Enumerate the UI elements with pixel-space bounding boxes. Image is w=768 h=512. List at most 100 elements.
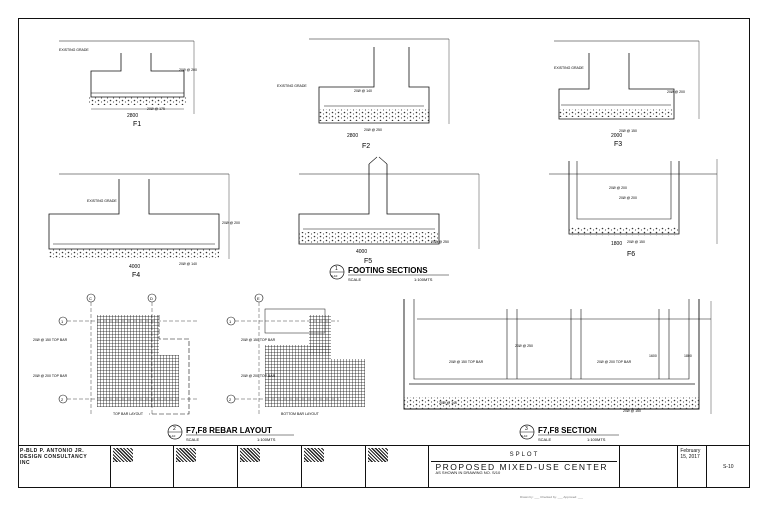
note-f1-bar: 20Ø @ 200 [179, 68, 197, 72]
date: February 15, 2017 [680, 448, 701, 460]
scale-value-1: 1:100MTS [414, 277, 433, 282]
note-f6-bar1: 20Ø @ 200 [609, 186, 627, 190]
grid-2-right: 2 [229, 397, 232, 402]
note-f4-bar: 20Ø @ 200 [222, 221, 240, 225]
footing-f1: 2800 F1 EXISTING GRADE 20Ø @ 200 20Ø @ 1… [59, 40, 197, 128]
scale-label-1: SCALE [348, 277, 361, 282]
owner-cell: P-BLD P. ANTONIO JR. DESIGN CONSULTANCY … [18, 446, 111, 488]
note-rebar-top2-right: 20Ø @ 200 TOP BAR [241, 374, 276, 378]
footing-f2: 2800 F2 EXISTING GRADE 20Ø @ 140 20Ø @ 2… [277, 38, 450, 150]
callout-section: 3 S-10 F7,F8 SECTION SCALE 1:100MTS [519, 424, 619, 442]
dim-f5: 4000 [356, 249, 367, 255]
consultant-cell-3 [302, 446, 366, 488]
callout-rebar-layout: 2 S-10 F7,F8 REBAR LAYOUT SCALE 1:100MTS [167, 424, 294, 442]
title-block: P-BLD P. ANTONIO JR. DESIGN CONSULTANCY … [18, 445, 751, 488]
sheet-number: S-10 [707, 446, 751, 488]
note-f3-bar: 20Ø @ 200 [667, 90, 685, 94]
note-f4-bottom: 20Ø @ 140 [179, 262, 197, 266]
section-f7-f8: 20Ø @ 150 TOP BAR 20Ø @ 250 20Ø @ 200 TO… [403, 299, 712, 414]
dim-f1: 2800 [127, 113, 138, 119]
drawing-sheet: 2800 F1 EXISTING GRADE 20Ø @ 200 20Ø @ 1… [18, 18, 750, 488]
project-sub: AS SHOWN IN DRAWING NO. S/10 [435, 470, 501, 475]
note-section-bottom: 20Ø @ 150 [623, 409, 641, 413]
stamp-cell-1 [111, 446, 175, 488]
title-rebar-layout: F7,F8 REBAR LAYOUT [186, 426, 272, 435]
note-f2-bottom: 20Ø @ 250 [364, 128, 382, 132]
note-f5-bottom: 20Ø @ 250 [431, 240, 449, 244]
callout2-sheet: S-10 [169, 434, 176, 438]
label-f5: F5 [364, 258, 372, 265]
grid-1-left: 1 [61, 319, 64, 324]
rebar-plan-left: C D 1 2 20Ø @ 150 TOP BAR 20Ø @ 200 TOP … [33, 293, 199, 416]
dim-f6: 1800 [611, 241, 622, 247]
drawing-canvas: 2800 F1 EXISTING GRADE 20Ø @ 200 20Ø @ 1… [33, 38, 718, 442]
note-f2-bar: 20Ø @ 140 [354, 89, 372, 93]
project-title: PROPOSED MIXED-USE CENTER [435, 462, 609, 472]
grid-e: E [257, 296, 260, 301]
footing-f6: 1800 F6 20Ø @ 200 20Ø @ 200 20Ø @ 150 [549, 159, 718, 258]
label-f3: F3 [614, 141, 622, 148]
callout3-num: 3 [525, 426, 528, 432]
callout2-num: 2 [173, 426, 176, 432]
dim-section-1600: 1600 [649, 354, 657, 358]
grid-c: C [89, 296, 92, 301]
blank-cell [620, 446, 679, 488]
consultant-cell-4 [366, 446, 430, 488]
note-f6-bar2: 20Ø @ 200 [619, 196, 637, 200]
note-rebar-top-left: 20Ø @ 150 TOP BAR [33, 338, 68, 342]
dim-section-1800: 1800 [684, 354, 692, 358]
note-f4-grade: EXISTING GRADE [87, 199, 117, 203]
note-section-bar: 20Ø @ 250 [515, 344, 533, 348]
note-rebar-top2-left: 20Ø @ 200 TOP BAR [33, 374, 68, 378]
seal-icon [112, 448, 133, 462]
title-footing-sections: FOOTING SECTIONS [348, 266, 428, 275]
date-cell: February 15, 2017 [678, 446, 708, 488]
dim-f3: 2000 [611, 133, 622, 139]
fine-print: Drawn by: ___ Checked by: ___ Approved: … [520, 495, 583, 499]
callout1-num: 1 [335, 266, 338, 272]
consultant-logo-icon [176, 448, 197, 462]
dim-f2: 2800 [347, 133, 358, 139]
scale-label-3: SCALE [538, 437, 551, 442]
note-f3-grade: EXISTING GRADE [554, 66, 584, 70]
note-section-top1: 20Ø @ 150 TOP BAR [449, 360, 484, 364]
footing-f3: 2000 F3 EXISTING GRADE 20Ø @ 200 20Ø @ 1… [554, 40, 700, 148]
footing-f4: 4000 F4 EXISTING GRADE 20Ø @ 200 20Ø @ 1… [48, 173, 240, 279]
note-rebar-top-right: 20Ø @ 150 TOP BAR [241, 338, 276, 342]
consultant-cell-1 [174, 446, 239, 488]
note-section-top2: 20Ø @ 200 TOP BAR [597, 360, 632, 364]
title-section: F7,F8 SECTION [538, 426, 597, 435]
note-top-bar-layout: TOP BAR LAYOUT [113, 412, 144, 416]
note-f3-bottom: 20Ø @ 150 [619, 129, 637, 133]
note-section-bar-left: 20Ø @ 140 [439, 401, 457, 405]
scale-label-2: SCALE [186, 437, 199, 442]
project-cell: SPLOT PROPOSED MIXED-USE CENTER AS SHOWN… [429, 446, 621, 488]
consultant-logo-icon-2 [240, 448, 261, 462]
label-f1: F1 [133, 121, 141, 128]
label-f4: F4 [132, 272, 140, 279]
note-f6-bottom: 20Ø @ 150 [627, 240, 645, 244]
grid-2-left: 2 [61, 397, 64, 402]
note-f1-bottom: 20Ø @ 175 [147, 107, 165, 111]
note-f2-grade: EXISTING GRADE [277, 84, 307, 88]
label-f6: F6 [627, 251, 635, 258]
note-f1-grade: EXISTING GRADE [59, 48, 89, 52]
grid-d: D [150, 296, 153, 301]
owner-name: P-BLD P. ANTONIO JR. [20, 448, 85, 454]
scale-value-3: 1:100MTS [587, 437, 606, 442]
owner-inc: INC [20, 460, 31, 466]
callout-footing-sections: 1 S-10 FOOTING SECTIONS SCALE 1:100MTS [329, 264, 449, 282]
callout3-sheet: S-10 [521, 434, 528, 438]
consultant-logo-icon-4 [367, 448, 388, 462]
note-bottom-bar-layout: BOTTOM BAR LAYOUT [281, 412, 320, 416]
grid-1-right: 1 [229, 319, 232, 324]
label-f2: F2 [362, 143, 370, 150]
dim-f4: 4000 [129, 264, 140, 270]
consultant-logo-icon-3 [303, 448, 324, 462]
rebar-plan-right: E 1 2 20Ø @ 150 TOP BAR 20Ø @ 200 TOP BA… [226, 293, 365, 416]
project-header: SPLOT [431, 448, 618, 462]
consultant-cell-2 [238, 446, 302, 488]
footing-f5: 4000 F5 20Ø @ 250 [298, 156, 480, 265]
callout1-sheet: S-10 [331, 274, 338, 278]
owner-firm: DESIGN CONSULTANCY [20, 454, 88, 460]
